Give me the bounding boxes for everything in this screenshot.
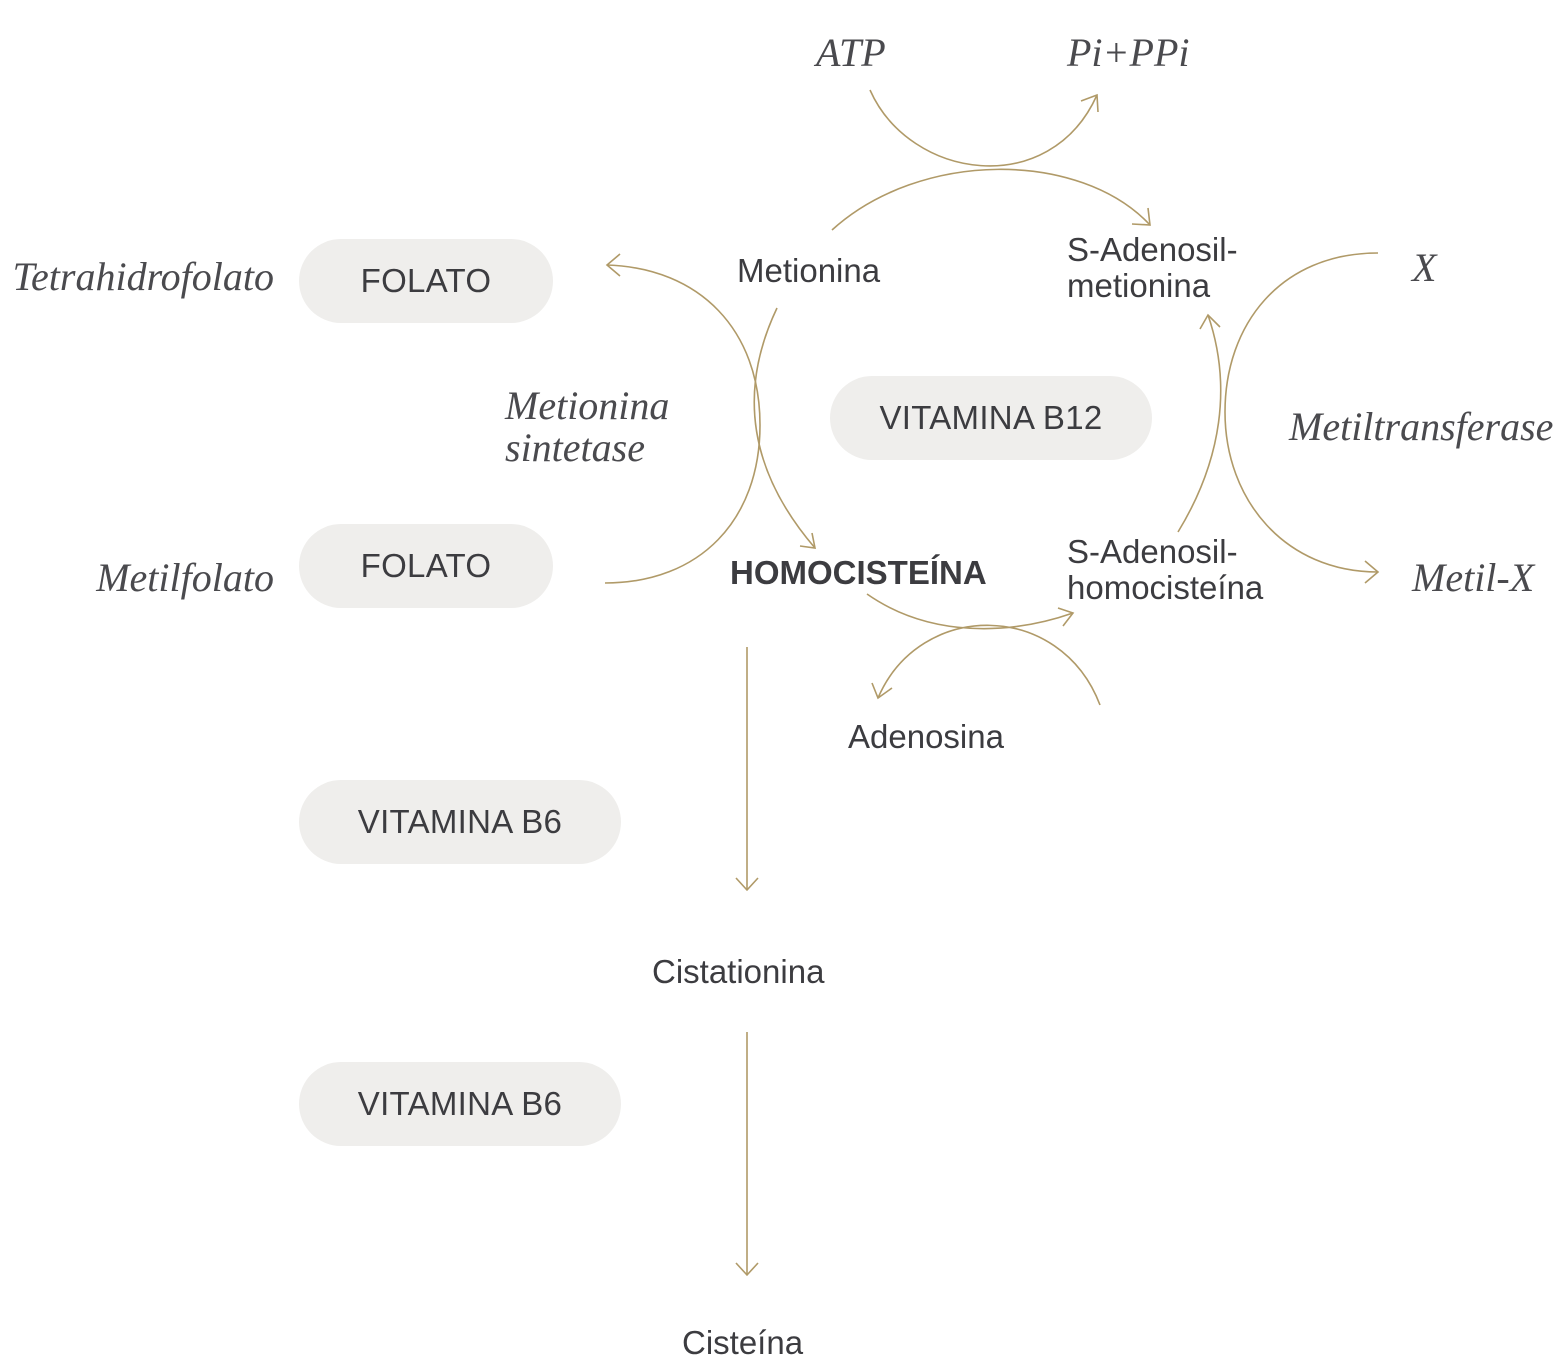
arrow-atp-to-pippi — [869, 89, 1098, 167]
arrow-adenosina-release — [877, 624, 1101, 706]
cistationina-label: Cistationina — [652, 953, 825, 990]
arrowhead-thf — [605, 253, 621, 277]
arrowhead-pippi — [1080, 93, 1099, 113]
homocisteina-label: HOMOCISTEÍNA — [730, 554, 987, 591]
s-adenosil-homocisteina-label: S-Adenosil- homocisteína — [1067, 533, 1264, 606]
adenosina-label: Adenosina — [848, 718, 1004, 755]
metionina-label: Metionina — [737, 252, 881, 289]
arrow-metilfolato-to-thf — [604, 264, 761, 584]
arrow-homocisteina-to-metionina — [753, 307, 816, 549]
pi-ppi-label: Pi+PPi — [1067, 30, 1190, 75]
arrow-x-to-metilx — [1224, 252, 1379, 573]
metiltransferase-label: Metiltransferase — [1289, 404, 1554, 449]
x-label: X — [1412, 245, 1437, 290]
arrowhead-adenosina — [871, 682, 893, 700]
arrow-sah-to-homocisteina — [866, 593, 1074, 630]
arrowhead-homocisteina — [799, 532, 817, 549]
cisteina-label: Cisteína — [682, 1324, 804, 1361]
arrow-sam-to-sah — [1177, 314, 1222, 533]
metionina-sintetase-label: Metionina sintetase — [505, 383, 670, 470]
tetrahidrofolato-label: Tetrahidrofolato — [12, 254, 274, 299]
folato-pill-bottom: FOLATO — [299, 524, 553, 608]
arrowhead-sah — [1057, 607, 1075, 627]
metil-x-label: Metil-X — [1412, 555, 1535, 600]
arrowhead-sam — [1131, 207, 1151, 226]
arrowhead-metilx — [1364, 560, 1380, 584]
arrowhead-cistationina — [735, 877, 759, 892]
metilfolato-label: Metilfolato — [96, 555, 274, 600]
arrow-metionina-to-sam — [831, 168, 1151, 231]
folato-pill-top: FOLATO — [299, 239, 553, 323]
arrowhead-cisteina — [735, 1262, 759, 1277]
vitamina-b6-pill-top: VITAMINA B6 — [299, 780, 621, 864]
s-adenosil-metionina-label: S-Adenosil- metionina — [1067, 231, 1238, 304]
vitamina-b12-pill: VITAMINA B12 — [830, 376, 1152, 460]
arrowhead-sam-from-sah — [1199, 313, 1221, 330]
atp-label: ATP — [816, 30, 886, 75]
vitamina-b6-pill-bottom: VITAMINA B6 — [299, 1062, 621, 1146]
